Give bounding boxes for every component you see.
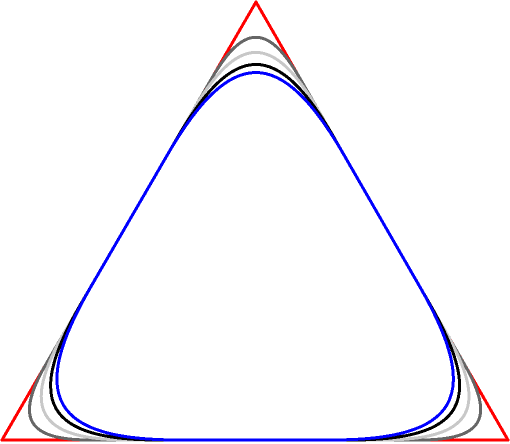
rounded-triangle-light-gray: [39, 51, 471, 442]
rounded-triangle-blue: [55, 71, 455, 442]
rounded-triangle-black: [49, 63, 462, 442]
rounded-triangle-dark-gray: [28, 36, 483, 442]
